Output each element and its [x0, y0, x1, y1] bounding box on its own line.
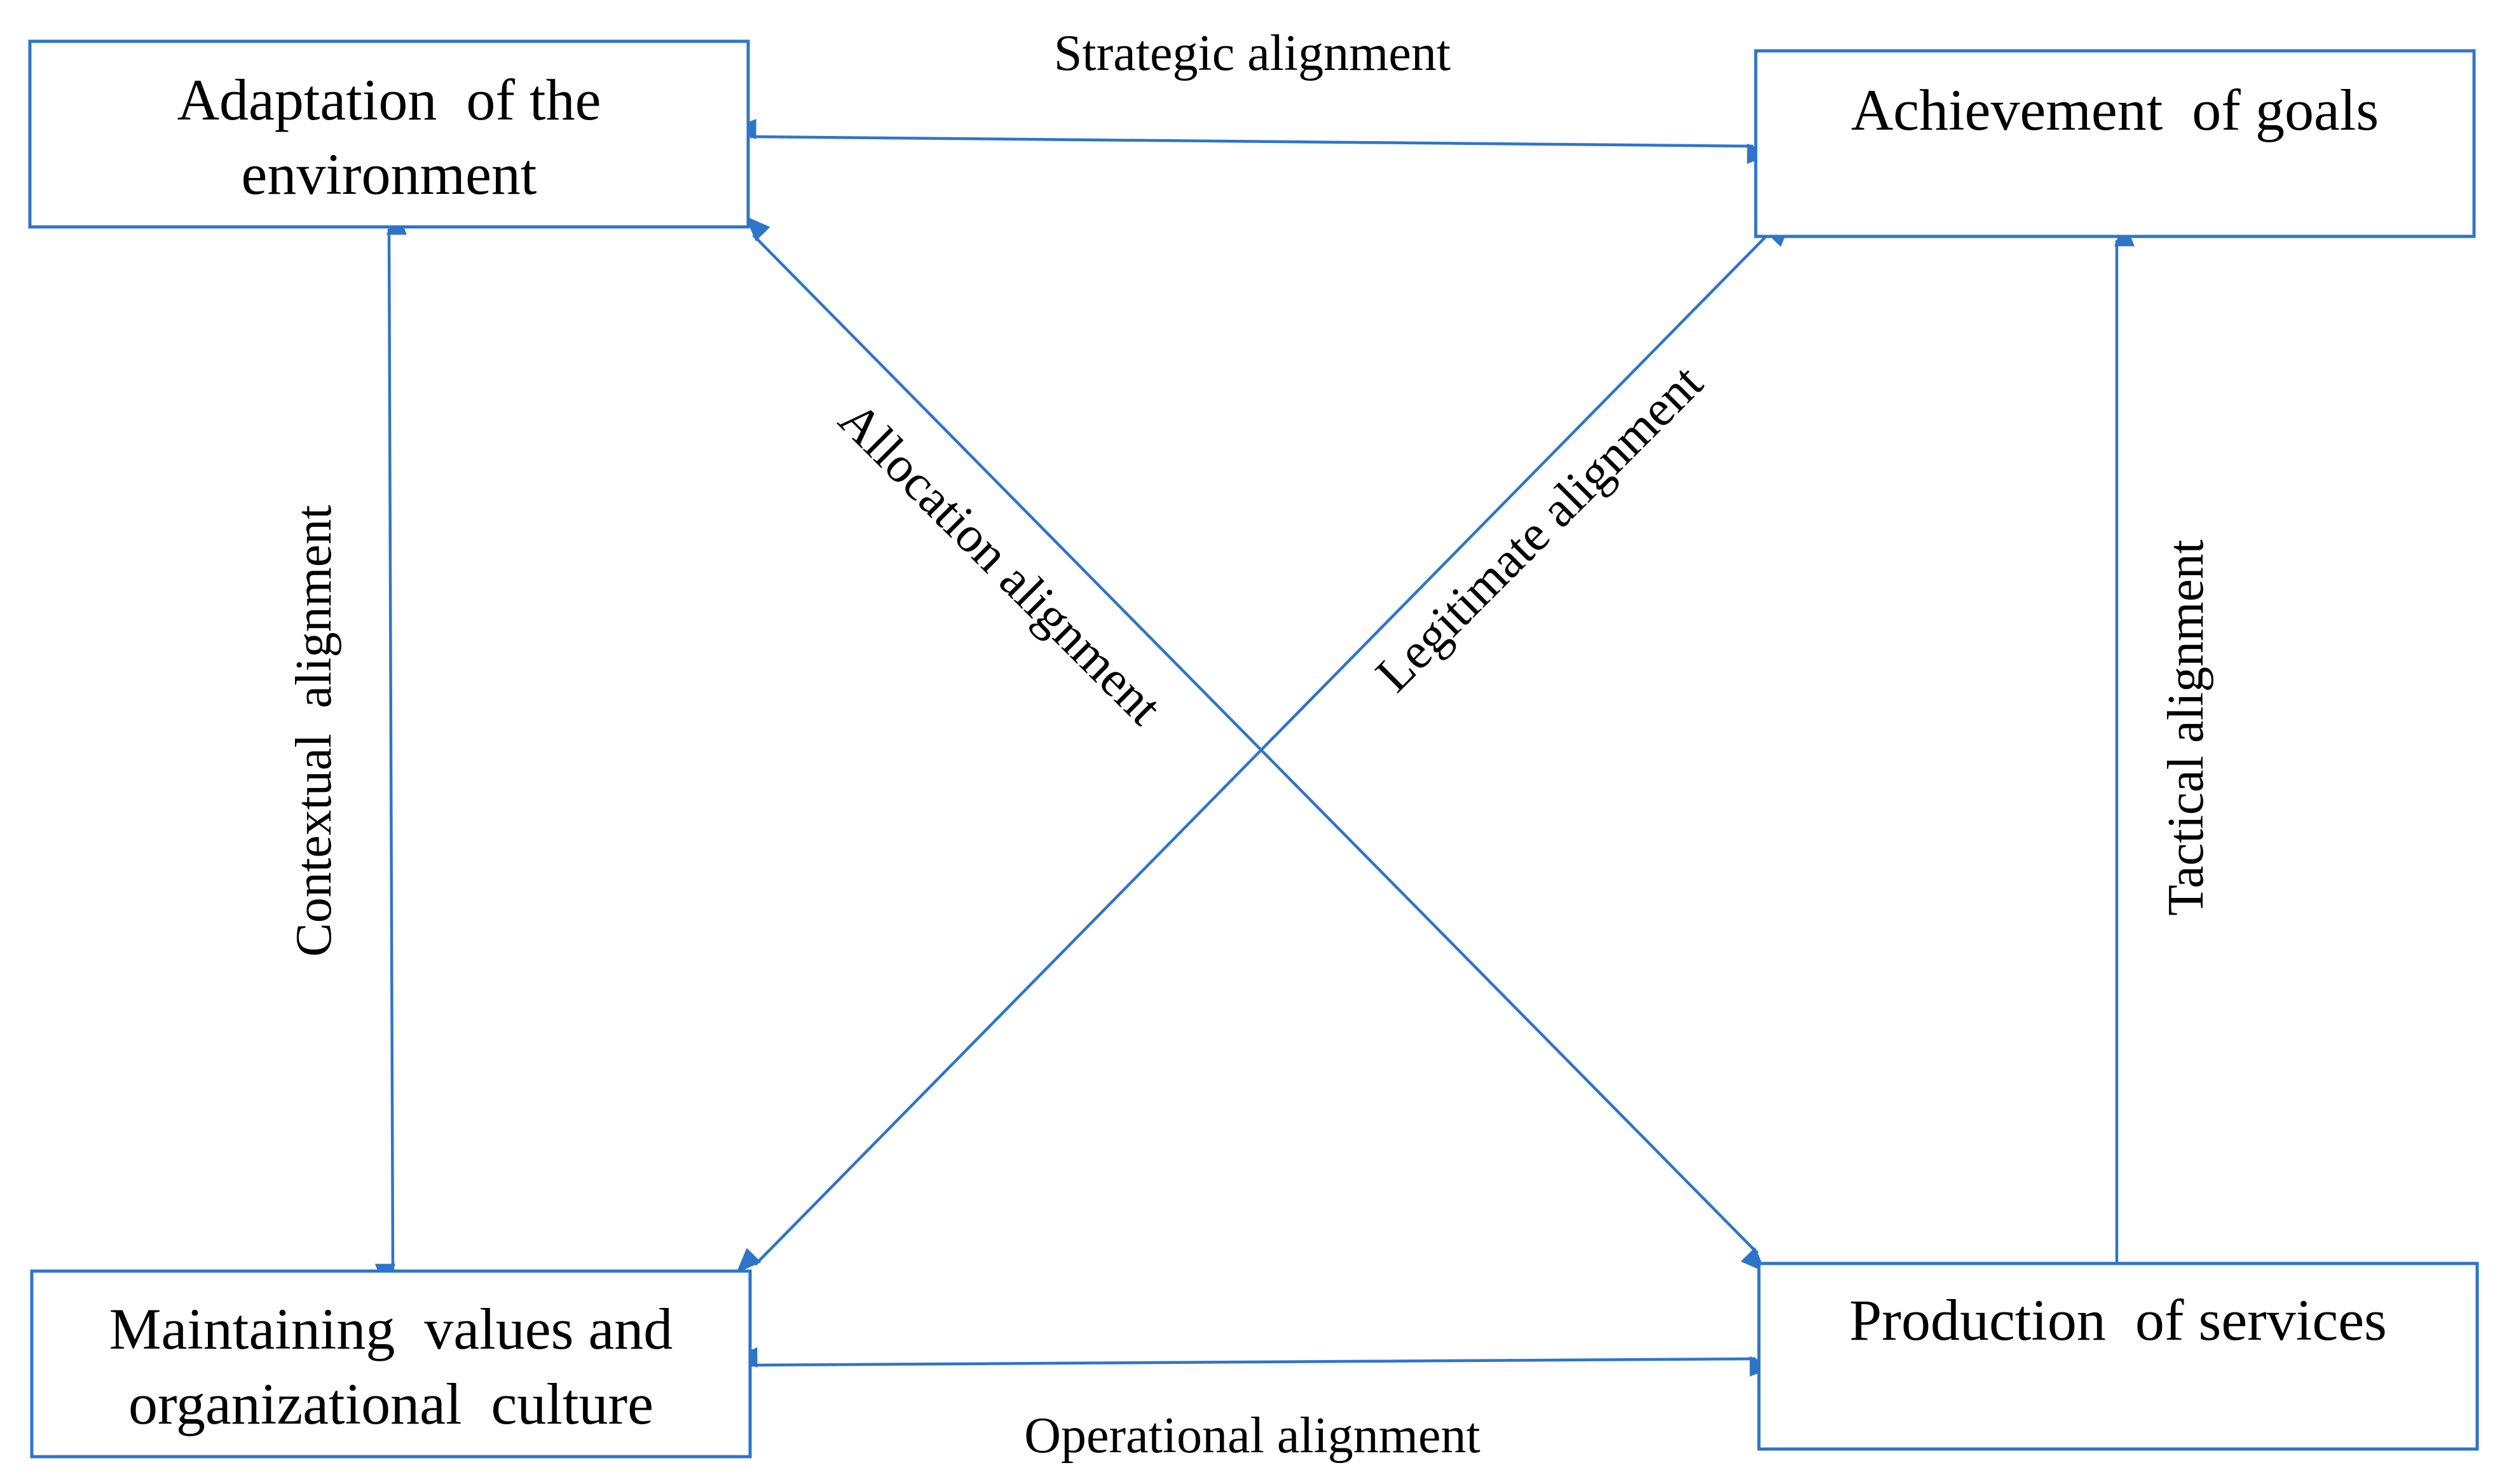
operational-alignment-arrow — [732, 1347, 1775, 1377]
operational-alignment-label: Operational alignment — [1024, 1408, 1480, 1464]
box-adaptation-of-environment: Adaptation of the environment — [28, 39, 750, 229]
contextual-alignment-label: Contextual alignment — [286, 505, 342, 957]
strategic-alignment-arrow — [730, 119, 1773, 164]
strategic-alignment-label: Strategic alignment — [1054, 25, 1451, 81]
connector-lines — [374, 119, 2135, 1377]
box-adaptation-line-1: Adaptation of the — [177, 67, 601, 132]
box-maintaining-values: Maintaining values and organizational cu… — [30, 1269, 752, 1459]
box-values-line-1: Maintaining values and — [109, 1297, 673, 1361]
box-production-of-services: Production of services — [1757, 1262, 2479, 1451]
box-achievement-of-goals: Achievement of goals — [1754, 49, 2476, 238]
allocation-alignment-label: Allocation alignment — [828, 391, 1172, 735]
tactical-alignment-label: Tactical alignment — [2158, 540, 2214, 916]
legitimate-alignment-label: Legitimate alignment — [1365, 355, 1714, 703]
box-adaptation-line-2: environment — [242, 142, 537, 207]
contextual-alignment-arrow — [374, 209, 407, 1290]
legitimate-alignment-arrow — [736, 221, 1791, 1274]
box-services-line-1: Production of services — [1849, 1288, 2387, 1352]
box-values-line-2: organizational culture — [128, 1372, 653, 1436]
allocation-alignment-arrow — [745, 215, 1766, 1273]
box-goals-line-1: Achievement of goals — [1851, 78, 2379, 142]
